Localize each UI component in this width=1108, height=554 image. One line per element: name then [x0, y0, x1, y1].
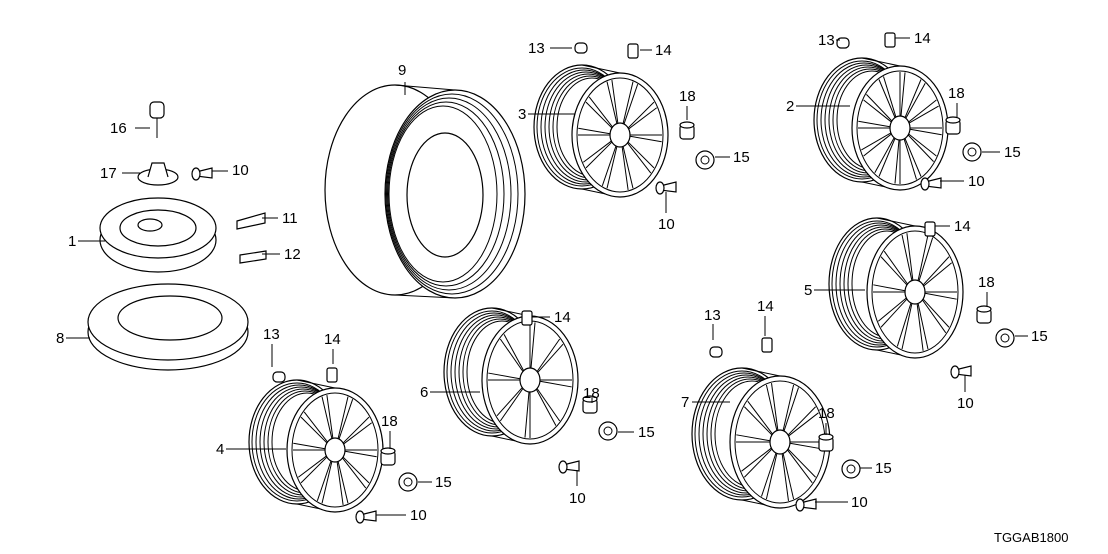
callout-number: 14: [554, 309, 571, 326]
wheel-7: [691, 367, 831, 509]
balance-weight-14: [627, 43, 639, 59]
center-cap: [962, 142, 982, 162]
center-cap: [695, 150, 715, 170]
wheel-6: [443, 307, 579, 445]
wheel-nut: [945, 116, 961, 135]
valve-cap-13: [272, 371, 286, 383]
wheel-nut: [976, 305, 992, 324]
callout-number: 18: [818, 405, 835, 422]
wheel-nut: [380, 447, 396, 466]
spare-tire: [87, 283, 249, 371]
valve-cap-13: [709, 346, 723, 358]
wheel-nut: [582, 395, 598, 414]
balance-weight-14: [521, 310, 533, 326]
callout-number: 7: [681, 394, 689, 411]
callout-number: 15: [733, 149, 750, 166]
callout-number: 3: [518, 106, 526, 123]
valve-stem: [920, 177, 942, 191]
callout-number: 13: [263, 326, 280, 343]
spare-rim: [99, 197, 217, 273]
callout-number: 15: [1004, 144, 1021, 161]
wheel-3: [533, 64, 669, 198]
parts-layer: [87, 32, 1015, 524]
callout-number: 14: [914, 30, 931, 47]
callout-number: 17: [100, 165, 117, 182]
callout-number: 10: [957, 395, 974, 412]
callout-number: 9: [398, 62, 406, 79]
wheel-4: [248, 379, 384, 513]
tire: [324, 84, 526, 299]
callout-number: 1: [68, 233, 76, 250]
diagram-code: TGGAB1800: [994, 530, 1068, 545]
center-cap: [398, 472, 418, 492]
spare-hold-nut: [137, 162, 179, 186]
callout-number: 18: [381, 413, 398, 430]
center-cap: [841, 459, 861, 479]
balance-weight: [239, 250, 267, 264]
center-cap: [995, 328, 1015, 348]
balance-weight-14: [761, 337, 773, 353]
wheel-nut: [679, 121, 695, 140]
callout-number: 14: [655, 42, 672, 59]
valve-stem: [191, 167, 213, 181]
callout-number: 18: [978, 274, 995, 291]
callout-number: 13: [704, 307, 721, 324]
callout-number: 11: [282, 210, 298, 227]
callout-number: 15: [1031, 328, 1048, 345]
callout-number: 5: [804, 282, 812, 299]
callout-number: 4: [216, 441, 224, 458]
callout-number: 16: [110, 120, 127, 137]
valve-stem: [655, 181, 677, 195]
balance-weight-14: [884, 32, 896, 48]
callout-number: 6: [420, 384, 428, 401]
callout-number: 8: [56, 330, 64, 347]
callout-number: 10: [968, 173, 985, 190]
callout-number: 15: [875, 460, 892, 477]
callout-number: 10: [658, 216, 675, 233]
callout-number: 15: [638, 424, 655, 441]
balance-weight: [236, 212, 266, 230]
valve-stem: [795, 498, 817, 512]
callout-number: 2: [786, 98, 794, 115]
callout-number: 15: [435, 474, 452, 491]
callout-number: 12: [284, 246, 301, 263]
callout-number: 18: [583, 385, 600, 402]
center-cap: [598, 421, 618, 441]
balance-weight-14: [326, 367, 338, 383]
tpms-sensor: [149, 101, 165, 119]
callout-number: 14: [324, 331, 341, 348]
wheel-2: [813, 57, 949, 191]
callout-number: 14: [757, 298, 774, 315]
wheel-5: [828, 217, 964, 359]
callout-number: 13: [528, 40, 545, 57]
callout-number: 18: [679, 88, 696, 105]
callout-number: 18: [948, 85, 965, 102]
callout-number: 10: [232, 162, 249, 179]
callout-number: 14: [954, 218, 971, 235]
balance-weight-14: [924, 221, 936, 237]
valve-stem: [355, 510, 377, 524]
valve-cap-13: [574, 42, 588, 54]
valve-stem: [558, 460, 580, 474]
wheel-nut: [818, 433, 834, 452]
callout-number: 13: [818, 32, 835, 49]
valve-stem: [950, 365, 972, 379]
callout-number: 10: [410, 507, 427, 524]
callout-number: 10: [569, 490, 586, 507]
callout-number: 10: [851, 494, 868, 511]
